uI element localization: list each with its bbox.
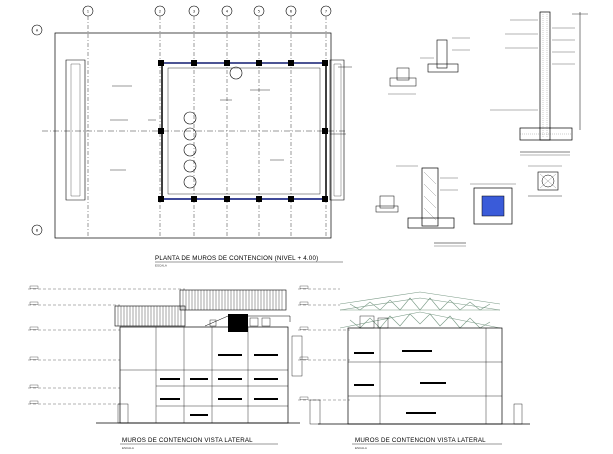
detail-column-footing <box>375 165 466 247</box>
grid-axis-5: 5 <box>253 5 265 238</box>
detail-pile-section <box>528 165 562 197</box>
elevation-left-body <box>119 326 289 424</box>
elevation-right-levels <box>298 285 350 401</box>
grid-row-a: A <box>31 24 43 36</box>
building-outline <box>54 32 332 239</box>
grid-axis-6: 6 <box>285 5 297 238</box>
plan-scale: ESCALA <box>155 264 167 268</box>
plan-columns <box>158 60 328 202</box>
grid-bubble-label: 6 <box>290 9 292 13</box>
grid-bubble-label: 4 <box>226 9 228 13</box>
rooftop-structure <box>204 314 291 332</box>
elevation-left: MUROS DE CONTENCION VISTA LATERAL ESCALA <box>28 285 303 450</box>
grid-bubble-label: 1 <box>87 9 89 13</box>
detail-footing-plan <box>470 183 516 225</box>
circular-tanks <box>183 66 243 189</box>
elevation-left-title: MUROS DE CONTENCION VISTA LATERAL <box>122 437 253 444</box>
left-wing-outline <box>65 59 86 201</box>
grid-axis-3: 3 <box>188 5 200 238</box>
grid-axis-1: 1 <box>82 5 94 238</box>
grid-axis-4: 4 <box>221 5 233 238</box>
wall-section-details <box>375 11 588 247</box>
elevation-right-body <box>347 327 503 425</box>
row-bubble-label: B <box>36 228 39 232</box>
grid-bubble-label: 3 <box>193 9 195 13</box>
grid-bubble-label: 7 <box>325 9 327 13</box>
right-wing-outline <box>329 59 345 201</box>
elevation-left-levels <box>28 285 185 405</box>
roof-truss <box>339 291 501 329</box>
elevation-right-scale: ESCALA <box>355 446 367 450</box>
elevation-left-scale: ESCALA <box>122 446 134 450</box>
grid-bubble-label: 2 <box>159 9 161 13</box>
grid-bubble-label: 5 <box>258 9 260 13</box>
left-hatched-block <box>114 305 186 327</box>
plan-notes <box>110 66 352 171</box>
grid-axis-2: 2 <box>154 5 166 238</box>
elevation-right-title: MUROS DE CONTENCION VISTA LATERAL <box>355 437 486 444</box>
detail-small-wall <box>388 37 470 95</box>
elevation-right: MUROS DE CONTENCION VISTA LATERAL ESCALA <box>298 285 530 450</box>
detail-tall-wall <box>490 11 588 156</box>
grid-row-b: B <box>31 224 43 236</box>
plan-title: PLANTA DE MUROS DE CONTENCION (NIVEL + 4… <box>155 255 318 262</box>
row-bubble-label: A <box>36 28 39 32</box>
upper-hatched-block <box>179 289 287 311</box>
plan-view: 1 2 3 4 5 6 7 <box>31 5 352 268</box>
